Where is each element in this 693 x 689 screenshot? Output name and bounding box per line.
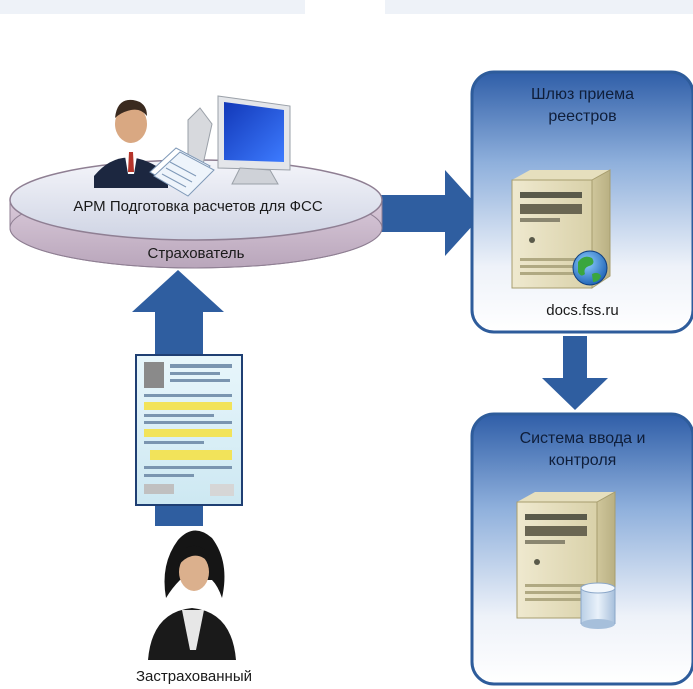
computer-icon <box>187 95 291 185</box>
document-stack-icon <box>149 147 215 197</box>
arrow-gateway-to-control <box>542 336 608 410</box>
control-system-title-line2: контроля <box>548 452 617 469</box>
gateway-server-icon <box>511 169 611 289</box>
insured-person-icon <box>148 530 236 660</box>
gateway-host-label: docs.fss.ru <box>546 302 619 319</box>
gateway-title-line2: реестров <box>548 108 617 125</box>
database-icon <box>580 582 616 629</box>
gateway-title-line1: Шлюз приема <box>530 86 635 103</box>
workstation-label: АРМ Подготовка расчетов для ФСС <box>73 198 323 215</box>
form-document-icon <box>135 354 243 506</box>
arrow-workstation-to-gateway <box>380 170 484 256</box>
insured-label: Застрахованный <box>135 668 252 685</box>
top-decoration <box>0 0 693 14</box>
control-system-title-line1: Система ввода и <box>519 430 646 447</box>
policyholder-label: Страхователь <box>147 245 245 262</box>
globe-icon <box>572 250 608 286</box>
operator-person-icon <box>94 99 168 188</box>
